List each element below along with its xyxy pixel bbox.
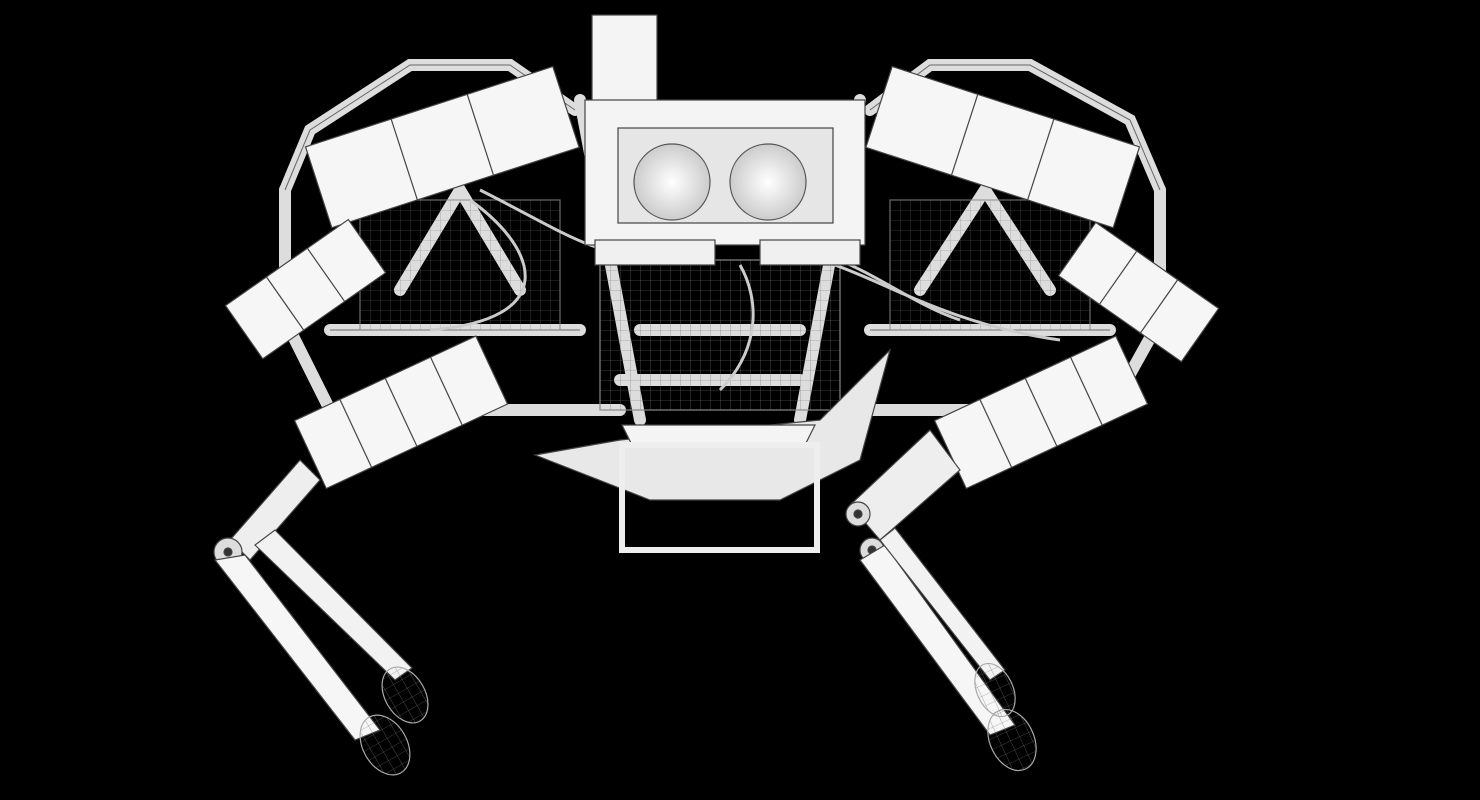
right-fan <box>729 143 807 221</box>
right-hip-actuators <box>889 199 1091 331</box>
front-frame <box>619 442 820 553</box>
left-front-leg <box>213 459 429 776</box>
left-fan <box>633 143 711 221</box>
connector-block-left <box>594 239 716 266</box>
left-upper-box <box>304 65 580 229</box>
engine-block <box>599 259 841 411</box>
right-front-leg <box>845 429 1037 772</box>
right-side-box <box>1057 221 1220 363</box>
left-lower-box <box>293 335 509 490</box>
connector-block-right <box>759 239 861 266</box>
top-vent <box>591 14 658 106</box>
right-upper-box <box>865 65 1141 229</box>
left-side-box <box>224 218 387 360</box>
right-lower-box <box>933 335 1149 490</box>
left-hip-actuators <box>359 199 561 331</box>
